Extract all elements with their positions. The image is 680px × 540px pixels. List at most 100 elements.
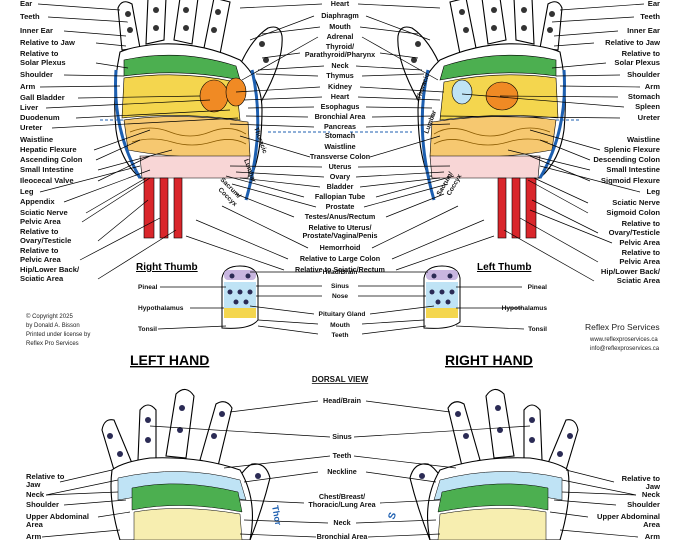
dorsal-chest: Chest/Breast/: [319, 492, 365, 501]
thumb-sinus: Sinus: [331, 283, 349, 290]
label-bronchial-top: Bronchial Area: [315, 112, 367, 121]
label-waistline-right: Waistline: [627, 135, 660, 144]
label-relative-solar-left: Relative to: [20, 49, 59, 58]
label-parathyroid: Parathyroid/Pharynx: [305, 50, 375, 59]
label-hip-left: Hip/Lower Back/: [20, 265, 80, 274]
label-ovary: Ovary: [330, 172, 350, 181]
label-solar-plexus-right: Solar Plexus: [614, 58, 660, 67]
label-prostate: Prostate: [326, 202, 355, 211]
label-leg-right: Leg: [646, 187, 660, 196]
label-stomach-center: Stomach: [325, 131, 355, 140]
label-arm-right: Arm: [645, 82, 660, 91]
label-pelvic-area-left: Pelvic Area: [20, 217, 61, 226]
dorsal-left-jaw: Jaw: [26, 480, 40, 489]
label-teeth-left: Teeth: [20, 12, 40, 21]
thumb-left-hypothalamus: Hypothalamus: [138, 305, 184, 312]
dorsal-neck: Neck: [333, 518, 350, 527]
label-shoulder-right: Shoulder: [627, 70, 660, 79]
dorsal-right-jaw: Jaw: [646, 482, 660, 491]
dorsal-left-thoracic: Thor: [270, 505, 283, 527]
label-ureter-right: Ureter: [638, 113, 660, 122]
dorsal-right-area: Area: [643, 520, 661, 529]
label-hepatic-flexure: Hepatic Flexure: [20, 145, 77, 154]
label-relative-uterus: Relative to Uterus/: [308, 223, 371, 232]
label-ear-left: Ear: [20, 0, 32, 8]
label-sigmoid-colon: Sigmoid Colon: [606, 208, 660, 217]
label-ascending-colon: Ascending Colon: [20, 155, 83, 164]
label-ear-right: Ear: [648, 0, 660, 8]
dorsal-right-labels: Relative to Jaw Neck Shoulder Upper Abdo…: [597, 474, 661, 540]
label-stomach-right: Stomach: [628, 92, 660, 101]
label-pelvic-area-left-2: Pelvic Area: [20, 255, 61, 264]
dorsal-thoracic-lung: Thoracic/Lung Area: [308, 500, 376, 509]
dorsal-neckline: Neckline: [327, 467, 357, 476]
brand-name: Reflex Pro Services: [585, 322, 660, 332]
copyright-line-4: Reflex Pro Services: [26, 341, 79, 347]
thumb-left-drawing: [221, 265, 259, 329]
label-inner-ear-right: Inner Ear: [627, 26, 660, 35]
label-descending-colon: Descending Colon: [593, 155, 660, 164]
thumb-right-pineal: Pineal: [528, 284, 548, 291]
left-palm: Thoracic Lumbar Sacrum/ Coccyx: [114, 0, 283, 239]
label-uterus: Uterus: [329, 162, 352, 171]
label-teeth-right: Teeth: [640, 12, 660, 21]
left-leader-lines: [37, 3, 239, 280]
brand-web: www.reflexproservices.ca: [589, 337, 658, 343]
label-sciatic-nerve-right: Sciatic Nerve: [612, 198, 660, 207]
label-relative-ovary-right: Relative to: [622, 219, 661, 228]
copyright-line-2: by Donald A. Bisson: [26, 323, 80, 329]
thumb-right-tonsil: Tonsil: [528, 326, 547, 333]
label-pelvic-area-right: Pelvic Area: [619, 238, 660, 247]
thumb-nose: Nose: [332, 293, 348, 300]
label-relative-pelvic-right: Relative to: [622, 248, 661, 257]
label-hip-right: Hip/Lower Back/: [601, 267, 661, 276]
label-arm-left: Arm: [20, 82, 35, 91]
label-appendix: Appendix: [20, 197, 55, 206]
dorsal-bronchial: Bronchial Area: [317, 532, 369, 540]
label-inner-ear-left: Inner Ear: [20, 26, 53, 35]
dorsal-left-arm: Arm: [26, 532, 41, 540]
label-heart-top: Heart: [331, 0, 350, 8]
label-liver: Liver: [20, 103, 38, 112]
thumb-head-brain: Head/Brain: [323, 269, 358, 276]
label-waistline-left: Waistline: [20, 135, 53, 144]
label-small-intestine-left: Small Intestine: [20, 165, 74, 174]
label-jaw-left: Relative to Jaw: [20, 38, 75, 47]
thumb-right-hypothalamus: Hypothalamus: [502, 305, 548, 312]
label-testes: Testes/Anus/Rectum: [305, 212, 376, 221]
thumb-mouth: Mouth: [330, 322, 350, 329]
right-hand-heading: RIGHT HAND: [445, 352, 533, 368]
label-heart-mid: Heart: [331, 92, 350, 101]
dorsal-left-upper-abdominal: Upper Abdominal: [26, 512, 89, 521]
dorsal-left-shoulder: Shoulder: [26, 500, 59, 509]
label-ovary-testicle-left: Ovary/Testicle: [20, 236, 71, 245]
dorsal-teeth: Teeth: [333, 451, 352, 460]
label-mouth-top: Mouth: [329, 22, 351, 31]
copyright-line-1: © Copyright 2025: [26, 313, 73, 320]
dorsal-center-leaders: [149, 400, 531, 538]
label-jaw-right: Relative to Jaw: [605, 38, 660, 47]
label-duodenum: Duodenum: [20, 113, 60, 122]
copyright-line-3: Printed under license by: [26, 332, 90, 338]
label-relative-ovary-left: Relative to: [20, 227, 59, 236]
label-transverse-colon: Transverse Colon: [310, 152, 370, 161]
center-leader-lines: [185, 3, 495, 271]
dorsal-right-sacrum-letter: S: [386, 511, 399, 521]
label-pancreas: Pancreas: [324, 122, 356, 131]
dorsal-right-arm: Arm: [645, 532, 660, 540]
thumb-teeth: Teeth: [331, 332, 348, 339]
dorsal-head-brain: Head/Brain: [323, 396, 361, 405]
right-thumb-title: Right Thumb: [136, 262, 198, 273]
dorsal-right-neck: Neck: [642, 490, 661, 499]
dorsal-left-area: Area: [26, 520, 44, 529]
label-sciatic-area-right: Sciatic Area: [617, 276, 661, 285]
label-fallopian-tube: Fallopian Tube: [315, 192, 365, 201]
dorsal-left-labels: Relative to Jaw Neck Shoulder Upper Abdo…: [26, 472, 89, 540]
label-sciatic-area-left: Sciatic Area: [20, 274, 64, 283]
label-ileocecal-valve: Ileocecal Valve: [20, 176, 74, 185]
right-labels: Ear Teeth Inner Ear Relative to Jaw Rela…: [593, 0, 661, 285]
label-relative-large-colon: Relative to Large Colon: [300, 254, 380, 263]
label-sciatic-nerve-left: Sciatic Nerve: [20, 208, 68, 217]
label-waistline-center: Waistline: [324, 142, 355, 151]
